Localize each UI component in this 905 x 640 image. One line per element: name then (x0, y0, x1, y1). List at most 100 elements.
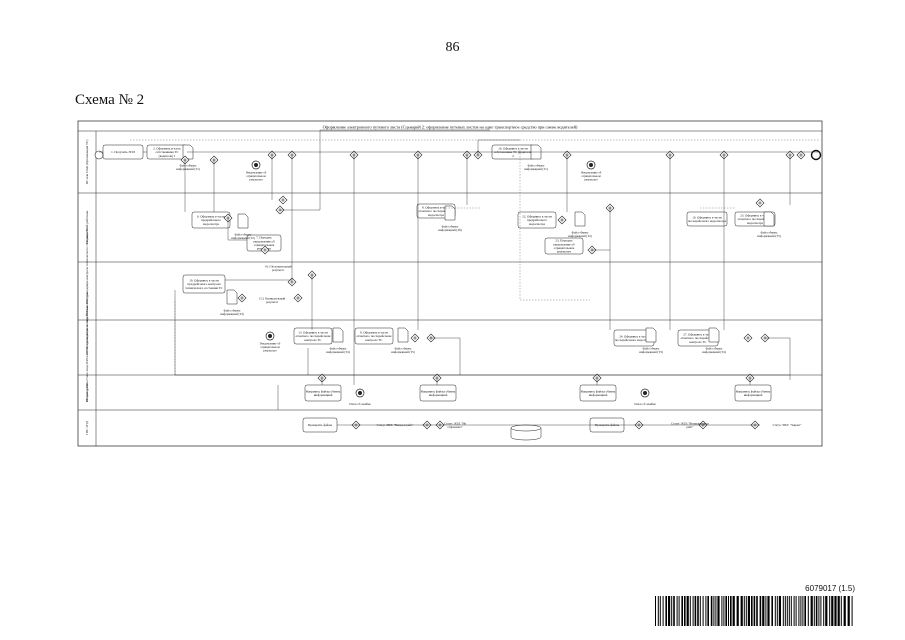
document-icon (332, 327, 344, 343)
lane-label: ГИС ЭПД (85, 420, 89, 435)
barcode-bar (689, 596, 691, 626)
pool-title: Оформление электронного путевого листа (… (323, 125, 578, 130)
barcode-bar (834, 596, 837, 626)
event-label: Отказ об ошибке (634, 402, 656, 406)
document-icon (237, 213, 249, 229)
barcode-bar (823, 596, 825, 626)
barcode-bar (804, 596, 806, 626)
barcode-bar (671, 596, 673, 626)
barcode-bar (810, 596, 813, 626)
barcode-bar (681, 596, 683, 626)
barcode-bar (831, 596, 834, 626)
barcode-bar (710, 596, 713, 626)
end-event (810, 149, 822, 161)
barcode-bar (756, 596, 758, 626)
document-icon (763, 211, 775, 227)
barcode-bar (751, 596, 753, 626)
barcode-bar (851, 596, 853, 626)
barcode-bar (684, 596, 686, 626)
barcode-bar (705, 596, 707, 626)
document-icon (444, 205, 456, 221)
barcode-bar (657, 596, 659, 626)
barcode-bar (747, 596, 750, 626)
barcode-bar (715, 596, 717, 626)
scheme-title: Схема № 2 (75, 92, 145, 108)
barcode-bar (740, 596, 743, 626)
barcode-bar (762, 596, 765, 626)
document-icon (226, 289, 238, 305)
barcode-bar (840, 596, 842, 626)
gateway-marker (799, 153, 803, 157)
sequence-flow (225, 155, 293, 281)
event-label: Отказ об ошибке (349, 402, 371, 406)
gateway-marker (746, 336, 750, 340)
barcode-bar (843, 596, 846, 626)
barcode-image (655, 596, 853, 626)
annotation-label: Статус ЭПЛ: "Закрыт" (773, 423, 803, 427)
task-box (579, 384, 617, 402)
barcode-bar (802, 596, 804, 626)
barcode-number: 6079017 (1.5) (805, 584, 855, 593)
barcode-bar (759, 596, 762, 626)
barcode-bar (847, 596, 850, 626)
gateway-marker (281, 198, 285, 202)
barcode-bar (776, 596, 778, 626)
barcode-bar (694, 596, 697, 626)
barcode-bar (765, 596, 767, 626)
barcode-bar (736, 596, 739, 626)
sequence-flow (765, 337, 791, 380)
document-icon (708, 327, 720, 343)
task-box (419, 384, 457, 402)
barcode-bar (692, 596, 694, 626)
message-flow (519, 150, 590, 301)
event-marker (643, 391, 647, 395)
barcode-bar (820, 596, 822, 626)
page-number: 86 (445, 40, 460, 55)
barcode-bar (717, 596, 720, 626)
barcode-bar (790, 596, 792, 626)
task-box (182, 274, 226, 294)
barcode-bar (723, 596, 725, 626)
barcode-bar (788, 596, 790, 626)
barcode-bar (778, 596, 781, 626)
task-box (293, 327, 333, 345)
task-box (686, 211, 728, 227)
start-event (94, 150, 104, 160)
barcode-bar (807, 596, 809, 626)
sequence-flow (430, 337, 461, 375)
lane-label: ИС или ПАК (Организация ТС) (85, 140, 89, 185)
barcode-bar (668, 596, 671, 626)
barcode-bar (707, 596, 709, 626)
sequence-flow (227, 218, 247, 241)
barcode-bar (699, 596, 701, 626)
annotation-label: Статус ЭПЛ: "Выход в рейс" (377, 423, 414, 427)
task-box (354, 327, 394, 345)
barcode-bar (818, 596, 820, 626)
barcode-bar (782, 596, 784, 626)
barcode-bar (767, 596, 770, 626)
lane-label: ИС или должностное лицо ЮЛ или ИП, прово… (85, 227, 90, 355)
barcode-bar (829, 596, 831, 626)
barcode-bar (728, 596, 729, 626)
lane-label: ИС или должностное лицо ЮЛ или ИП, прово… (85, 292, 90, 402)
barcode-bar (673, 596, 675, 626)
